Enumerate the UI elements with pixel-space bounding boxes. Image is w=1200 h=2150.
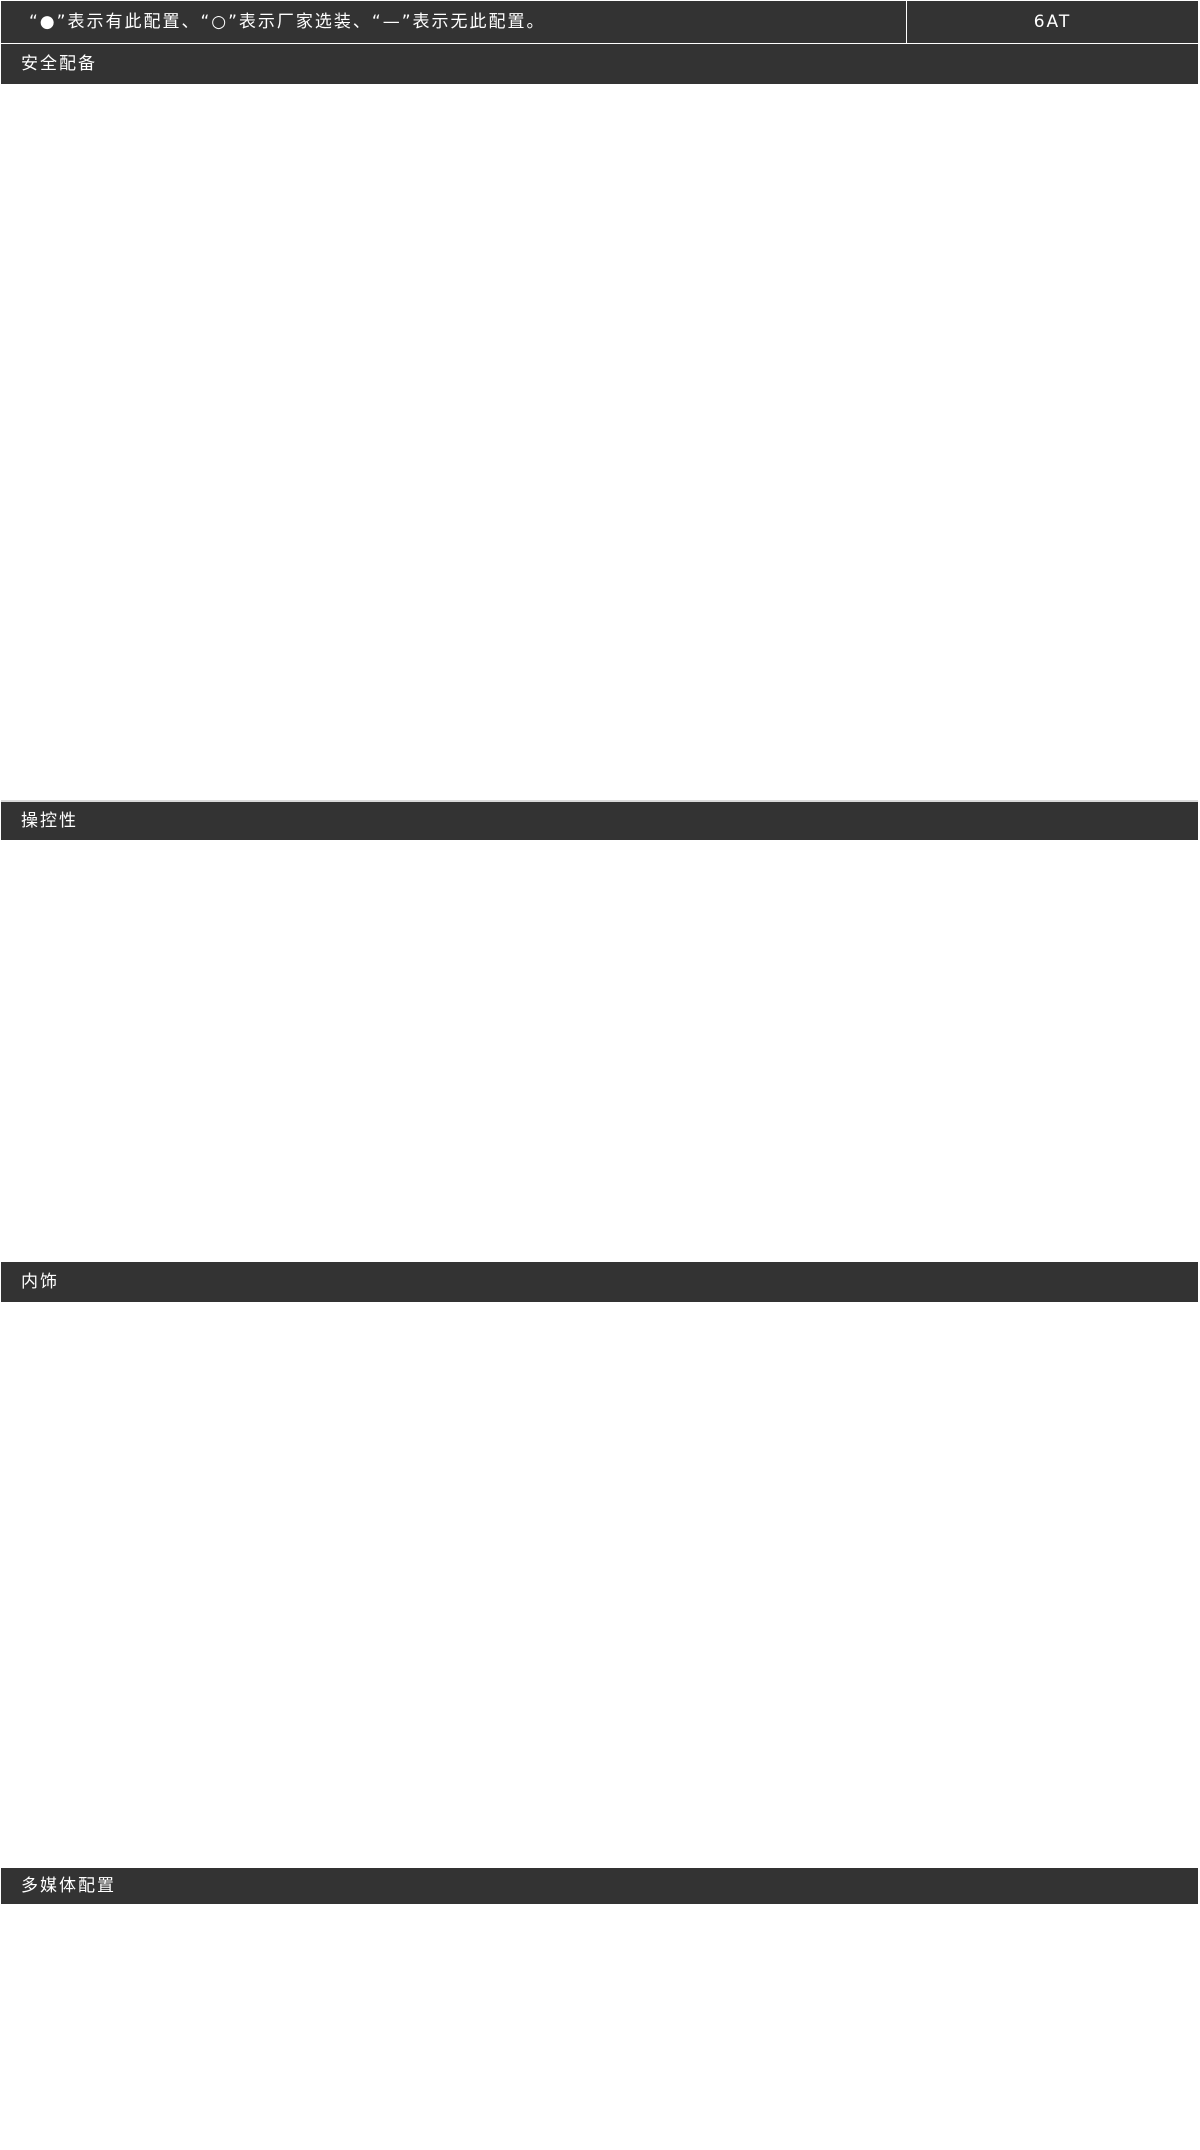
section-body-safety xyxy=(1,84,1198,800)
section-header-handling: 操控性 xyxy=(1,800,1198,840)
section-header-interior: 内饰 xyxy=(1,1262,1198,1302)
section-header-media: 多媒体配置 xyxy=(1,1868,1198,1904)
section-header-safety: 安全配备 xyxy=(1,44,1198,84)
trim-column-header: 6AT xyxy=(1033,12,1072,32)
legend-text: “●”表示有此配置、“○”表示厂家选装、“—”表示无此配置。 xyxy=(1,1,907,43)
section-body-interior xyxy=(1,1302,1198,1868)
section-body-media xyxy=(1,1904,1198,2150)
section-body-handling xyxy=(1,840,1198,1262)
legend-header-row: “●”表示有此配置、“○”表示厂家选装、“—”表示无此配置。 6AT xyxy=(1,1,1198,44)
